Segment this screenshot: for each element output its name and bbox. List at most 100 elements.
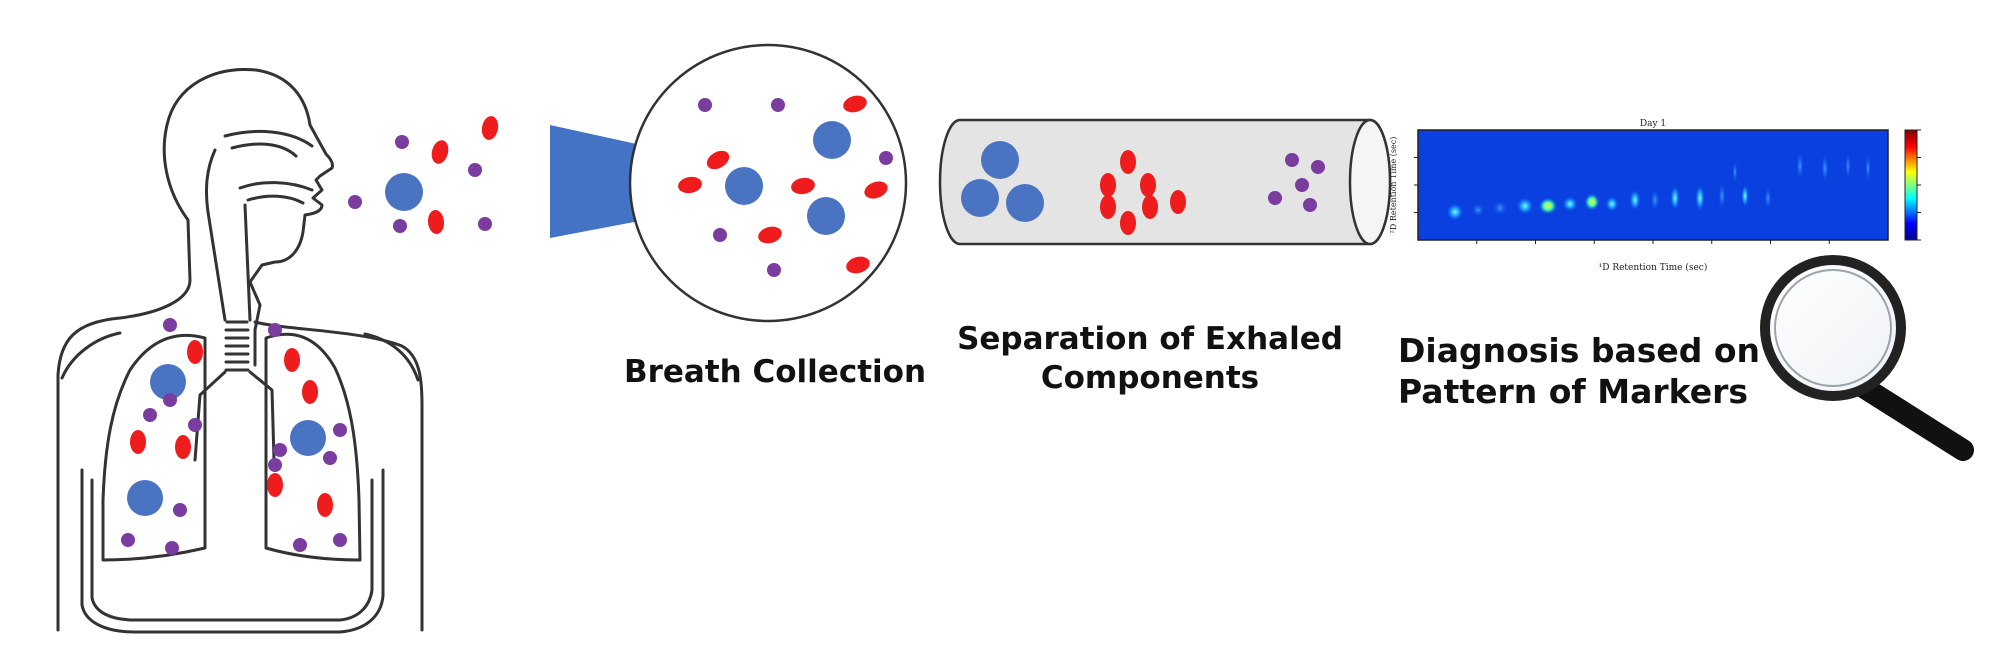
small-molecule — [188, 418, 202, 432]
medium-molecule — [758, 226, 782, 244]
small-molecule — [1268, 191, 1282, 205]
chromatogram-peak — [1650, 188, 1660, 212]
chromatogram-plot: Day 1 ¹D Retention Time (sec) ²D Retenti… — [1389, 119, 1921, 273]
chromatogram-peak — [1629, 189, 1641, 211]
chromatogram-peak — [1865, 154, 1871, 182]
large-molecule — [961, 179, 999, 217]
small-molecule — [478, 217, 492, 231]
medium-molecule — [706, 150, 730, 170]
small-molecule — [163, 393, 177, 407]
small-molecule — [268, 458, 282, 472]
medium-molecule — [791, 177, 815, 195]
small-molecule — [698, 98, 712, 112]
large-molecule — [813, 121, 851, 159]
medium-molecule — [481, 116, 499, 140]
chromatogram-title: Day 1 — [1640, 119, 1666, 129]
small-molecule — [395, 135, 409, 149]
breath-collection-sample — [628, 43, 908, 323]
chromatogram-peak — [1718, 182, 1726, 210]
medium-molecule — [864, 181, 888, 199]
small-molecule — [1285, 153, 1299, 167]
chromatogram-peak — [1741, 184, 1749, 208]
small-molecule — [143, 408, 157, 422]
chromatogram-xlabel: ¹D Retention Time (sec) — [1599, 262, 1708, 273]
medium-molecule — [130, 430, 146, 454]
medium-molecule — [187, 340, 203, 364]
medium-molecule — [1140, 173, 1156, 197]
small-molecule — [333, 423, 347, 437]
chromatogram-peak — [1845, 152, 1851, 180]
lung-molecules — [121, 318, 347, 555]
medium-molecule — [431, 140, 449, 164]
human-respiratory-outline-icon — [56, 67, 424, 634]
caption-breath-collection: Breath Collection — [623, 354, 927, 390]
magnifying-glass-icon — [1760, 255, 1974, 461]
colorbar-ticks — [1917, 129, 1921, 241]
small-molecule — [767, 263, 781, 277]
large-molecule — [981, 141, 1019, 179]
medium-molecule — [846, 256, 870, 274]
small-molecule — [273, 443, 287, 457]
chromatogram-peak — [1584, 193, 1600, 211]
small-molecule — [173, 503, 187, 517]
funnel-icon — [550, 125, 655, 238]
small-molecule — [1303, 198, 1317, 212]
medium-molecule — [267, 473, 283, 497]
small-molecule — [165, 541, 179, 555]
chromatogram-y-ticks — [1414, 157, 1418, 213]
caption-diagnosis: Diagnosis based on Pattern of Markers — [1398, 331, 1761, 412]
chromatogram-peak — [1492, 200, 1508, 216]
small-molecule — [1295, 178, 1309, 192]
chromatogram-peak — [1796, 150, 1804, 182]
chromatogram-peak — [1516, 197, 1534, 215]
colorbar — [1904, 129, 1918, 241]
small-molecule — [121, 533, 135, 547]
chromatogram-peak — [1764, 186, 1772, 210]
chromatogram-peak — [1695, 184, 1705, 212]
medium-molecule — [427, 210, 445, 234]
small-molecule — [713, 228, 727, 242]
small-molecule — [879, 151, 893, 165]
large-molecule — [290, 420, 326, 456]
small-molecule — [1311, 160, 1325, 174]
large-molecule — [725, 167, 763, 205]
medium-molecule — [843, 95, 867, 113]
small-molecule — [293, 538, 307, 552]
medium-molecule — [1142, 195, 1158, 219]
small-molecule — [393, 219, 407, 233]
small-molecule — [323, 451, 337, 465]
small-molecule — [163, 318, 177, 332]
large-molecule — [385, 173, 423, 211]
small-molecule — [268, 323, 282, 337]
medium-molecule — [1120, 211, 1136, 235]
chromatogram-peak — [1670, 185, 1680, 211]
medium-molecule — [317, 493, 333, 517]
large-molecule — [1006, 184, 1044, 222]
chromatogram-peak — [1471, 203, 1485, 217]
chromatogram-peak — [1732, 160, 1738, 184]
large-molecule — [150, 364, 186, 400]
medium-molecule — [175, 435, 191, 459]
medium-molecule — [1170, 190, 1186, 214]
medium-molecule — [678, 176, 702, 194]
chromatogram-peak — [1446, 203, 1464, 221]
medium-molecule — [302, 380, 318, 404]
medium-molecule — [284, 348, 300, 372]
chromatogram-peak — [1538, 197, 1558, 215]
exhaled-molecules — [348, 116, 499, 234]
medium-molecule — [1100, 195, 1116, 219]
separation-column — [938, 118, 1392, 246]
chromatogram-peak — [1605, 196, 1619, 212]
medium-molecule — [1100, 173, 1116, 197]
large-molecule — [127, 480, 163, 516]
separated-molecules — [961, 141, 1325, 235]
chromatogram-x-ticks — [1476, 240, 1830, 244]
chromatogram-ylabel: ²D Retention Time (sec) — [1389, 137, 1398, 234]
chromatogram-peak — [1562, 196, 1578, 212]
collected-molecules — [678, 95, 893, 277]
small-molecule — [333, 533, 347, 547]
large-molecule — [807, 197, 845, 235]
medium-molecule — [1120, 150, 1136, 174]
